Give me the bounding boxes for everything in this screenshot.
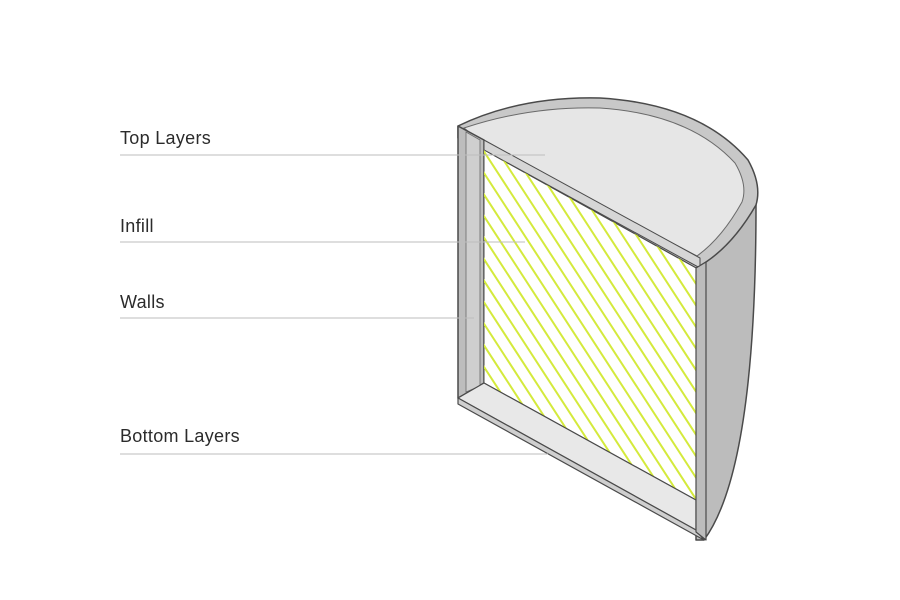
infill-hatch-line: [484, 150, 493, 500]
infill-hatch-line: [792, 130, 900, 530]
infill-hatch-line: [750, 130, 900, 530]
infill-hatch-line: [148, 130, 408, 530]
infill-hatch-line: [806, 130, 900, 530]
outer-curved-wall: [695, 204, 757, 541]
infill-hatch-line: [848, 130, 900, 530]
infill-hatch-line: [834, 130, 900, 530]
infill-hatch-line: [218, 130, 478, 530]
infill-hatch-line: [78, 130, 338, 530]
label-bottom-layers: Bottom Layers: [120, 426, 240, 446]
infill-hatch-line: [484, 150, 689, 500]
infill-hatch-line: [820, 130, 900, 530]
infill-hatch-line: [736, 130, 900, 530]
infill-hatch-line: [778, 130, 900, 530]
infill-hatch-line: [64, 130, 324, 530]
infill-hatch-line: [764, 130, 900, 530]
label-infill: Infill: [120, 216, 154, 236]
infill-hatch-line: [176, 130, 436, 530]
top-layers-surface: [462, 107, 745, 257]
infill-hatch-line: [876, 130, 900, 530]
infill-hatch-line: [120, 130, 380, 530]
infill-hatch-line: [484, 150, 696, 500]
infill-hatch-line: [204, 130, 464, 530]
infill-hatch-line: [511, 150, 696, 500]
label-top-layers: Top Layers: [120, 128, 212, 148]
infill-hatch-line: [862, 130, 900, 530]
infill-hatch-line: [484, 150, 696, 500]
infill-hatch-line: [497, 150, 696, 500]
left-wall-inner-edge: [465, 131, 481, 393]
bottom-layers-edge: [457, 397, 705, 541]
infill-hatch-line: [484, 150, 696, 500]
infill-hatch-line: [134, 130, 394, 530]
infill-hatch-line: [890, 130, 900, 530]
infill-hatch-line: [106, 130, 366, 530]
infill-hatch-line: [162, 130, 422, 530]
label-walls: Walls: [120, 292, 165, 312]
right-wall-face: [695, 261, 707, 541]
infill-hatch-line: [92, 130, 352, 530]
infill-hatch-line: [190, 130, 450, 530]
infill-hatch-line: [484, 150, 696, 500]
